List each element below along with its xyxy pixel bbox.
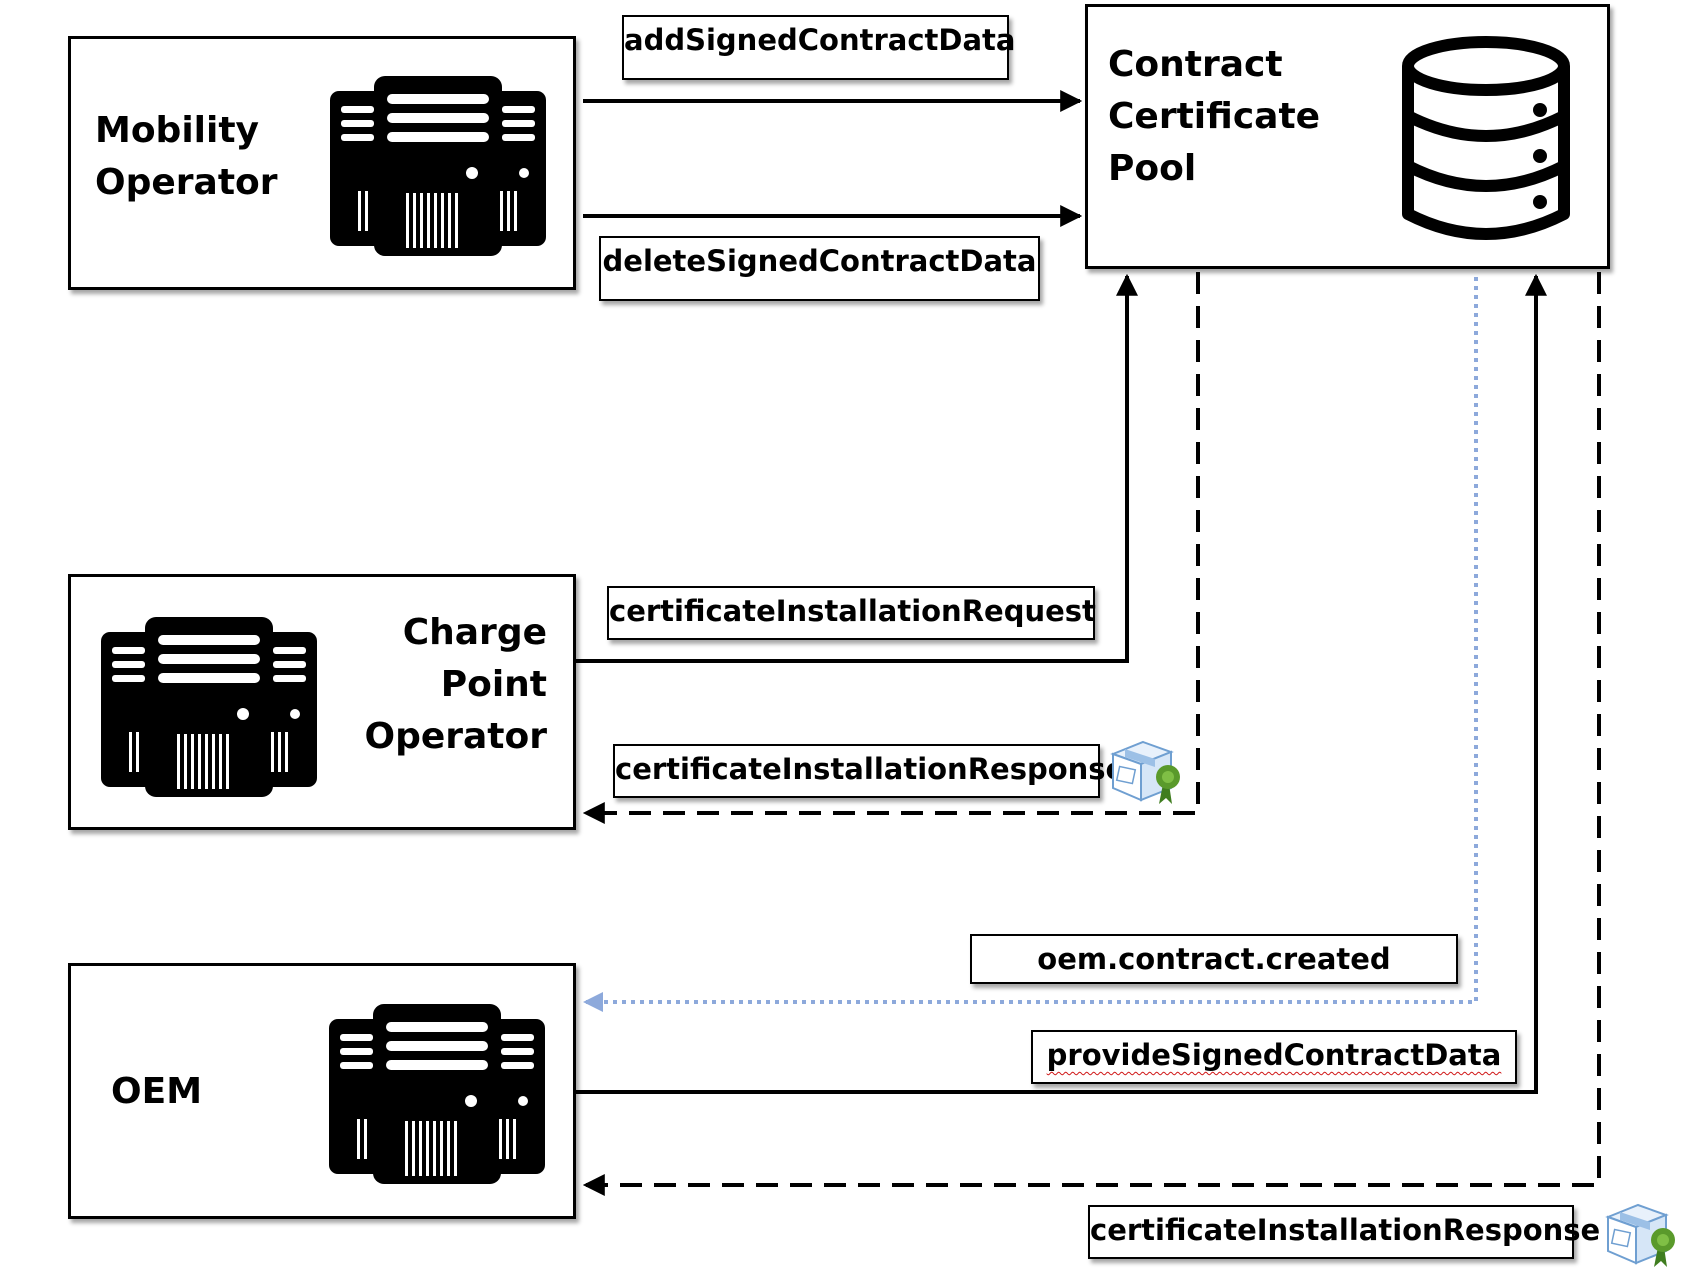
provide-signed-contract-data-arrow: [573, 273, 1547, 1094]
label-line: Operator: [95, 162, 278, 203]
oem-contract-created-label: oem.contract.created: [970, 934, 1458, 984]
server-rack-icon: [330, 76, 546, 256]
label-line: Certificate: [1108, 96, 1321, 137]
certificate-installation-response-oem-label: certificateInstallationResponse: [1088, 1205, 1600, 1259]
label-line: Pool: [1108, 148, 1197, 189]
oem-label: OEM: [111, 1066, 202, 1118]
mobility-operator-node: Mobility Operator: [68, 36, 576, 290]
label-line: Point: [440, 664, 547, 705]
label-line: OEM: [111, 1071, 203, 1112]
provide-signed-contract-data-text: provideSignedContractData: [1046, 1038, 1502, 1072]
delete-signed-contract-data-label: deleteSignedContractData: [599, 236, 1040, 301]
certificate-installation-request-arrow: [573, 273, 1138, 663]
label-line: Contract: [1108, 44, 1283, 85]
contract-certificate-pool-label: Contract Certificate Pool: [1108, 39, 1320, 195]
certificate-installation-request-label: certificateInstallationRequest: [607, 586, 1096, 640]
label-line: Mobility: [95, 110, 260, 151]
provide-signed-contract-data-label: provideSignedContractData: [1031, 1030, 1517, 1084]
certificate-package-icon: [1605, 1203, 1675, 1267]
add-signed-contract-data-label: addSignedContractData: [622, 15, 1015, 80]
database-icon: [1402, 36, 1570, 240]
label-line: Operator: [364, 716, 547, 757]
server-rack-icon: [101, 617, 317, 797]
mobility-operator-label: Mobility Operator: [95, 105, 278, 209]
certificate-installation-response-cpo-arrow: [582, 272, 1200, 824]
charge-point-operator-node: Charge Point Operator: [68, 574, 576, 830]
oem-node: OEM: [68, 963, 576, 1219]
contract-certificate-pool-node: Contract Certificate Pool: [1085, 4, 1610, 269]
certificate-installation-response-cpo-label: certificateInstallationResponse: [613, 744, 1125, 798]
server-rack-icon: [329, 1004, 545, 1184]
certificate-package-icon: [1110, 740, 1180, 804]
charge-point-operator-label: Charge Point Operator: [364, 607, 547, 763]
label-line: Charge: [402, 612, 547, 653]
